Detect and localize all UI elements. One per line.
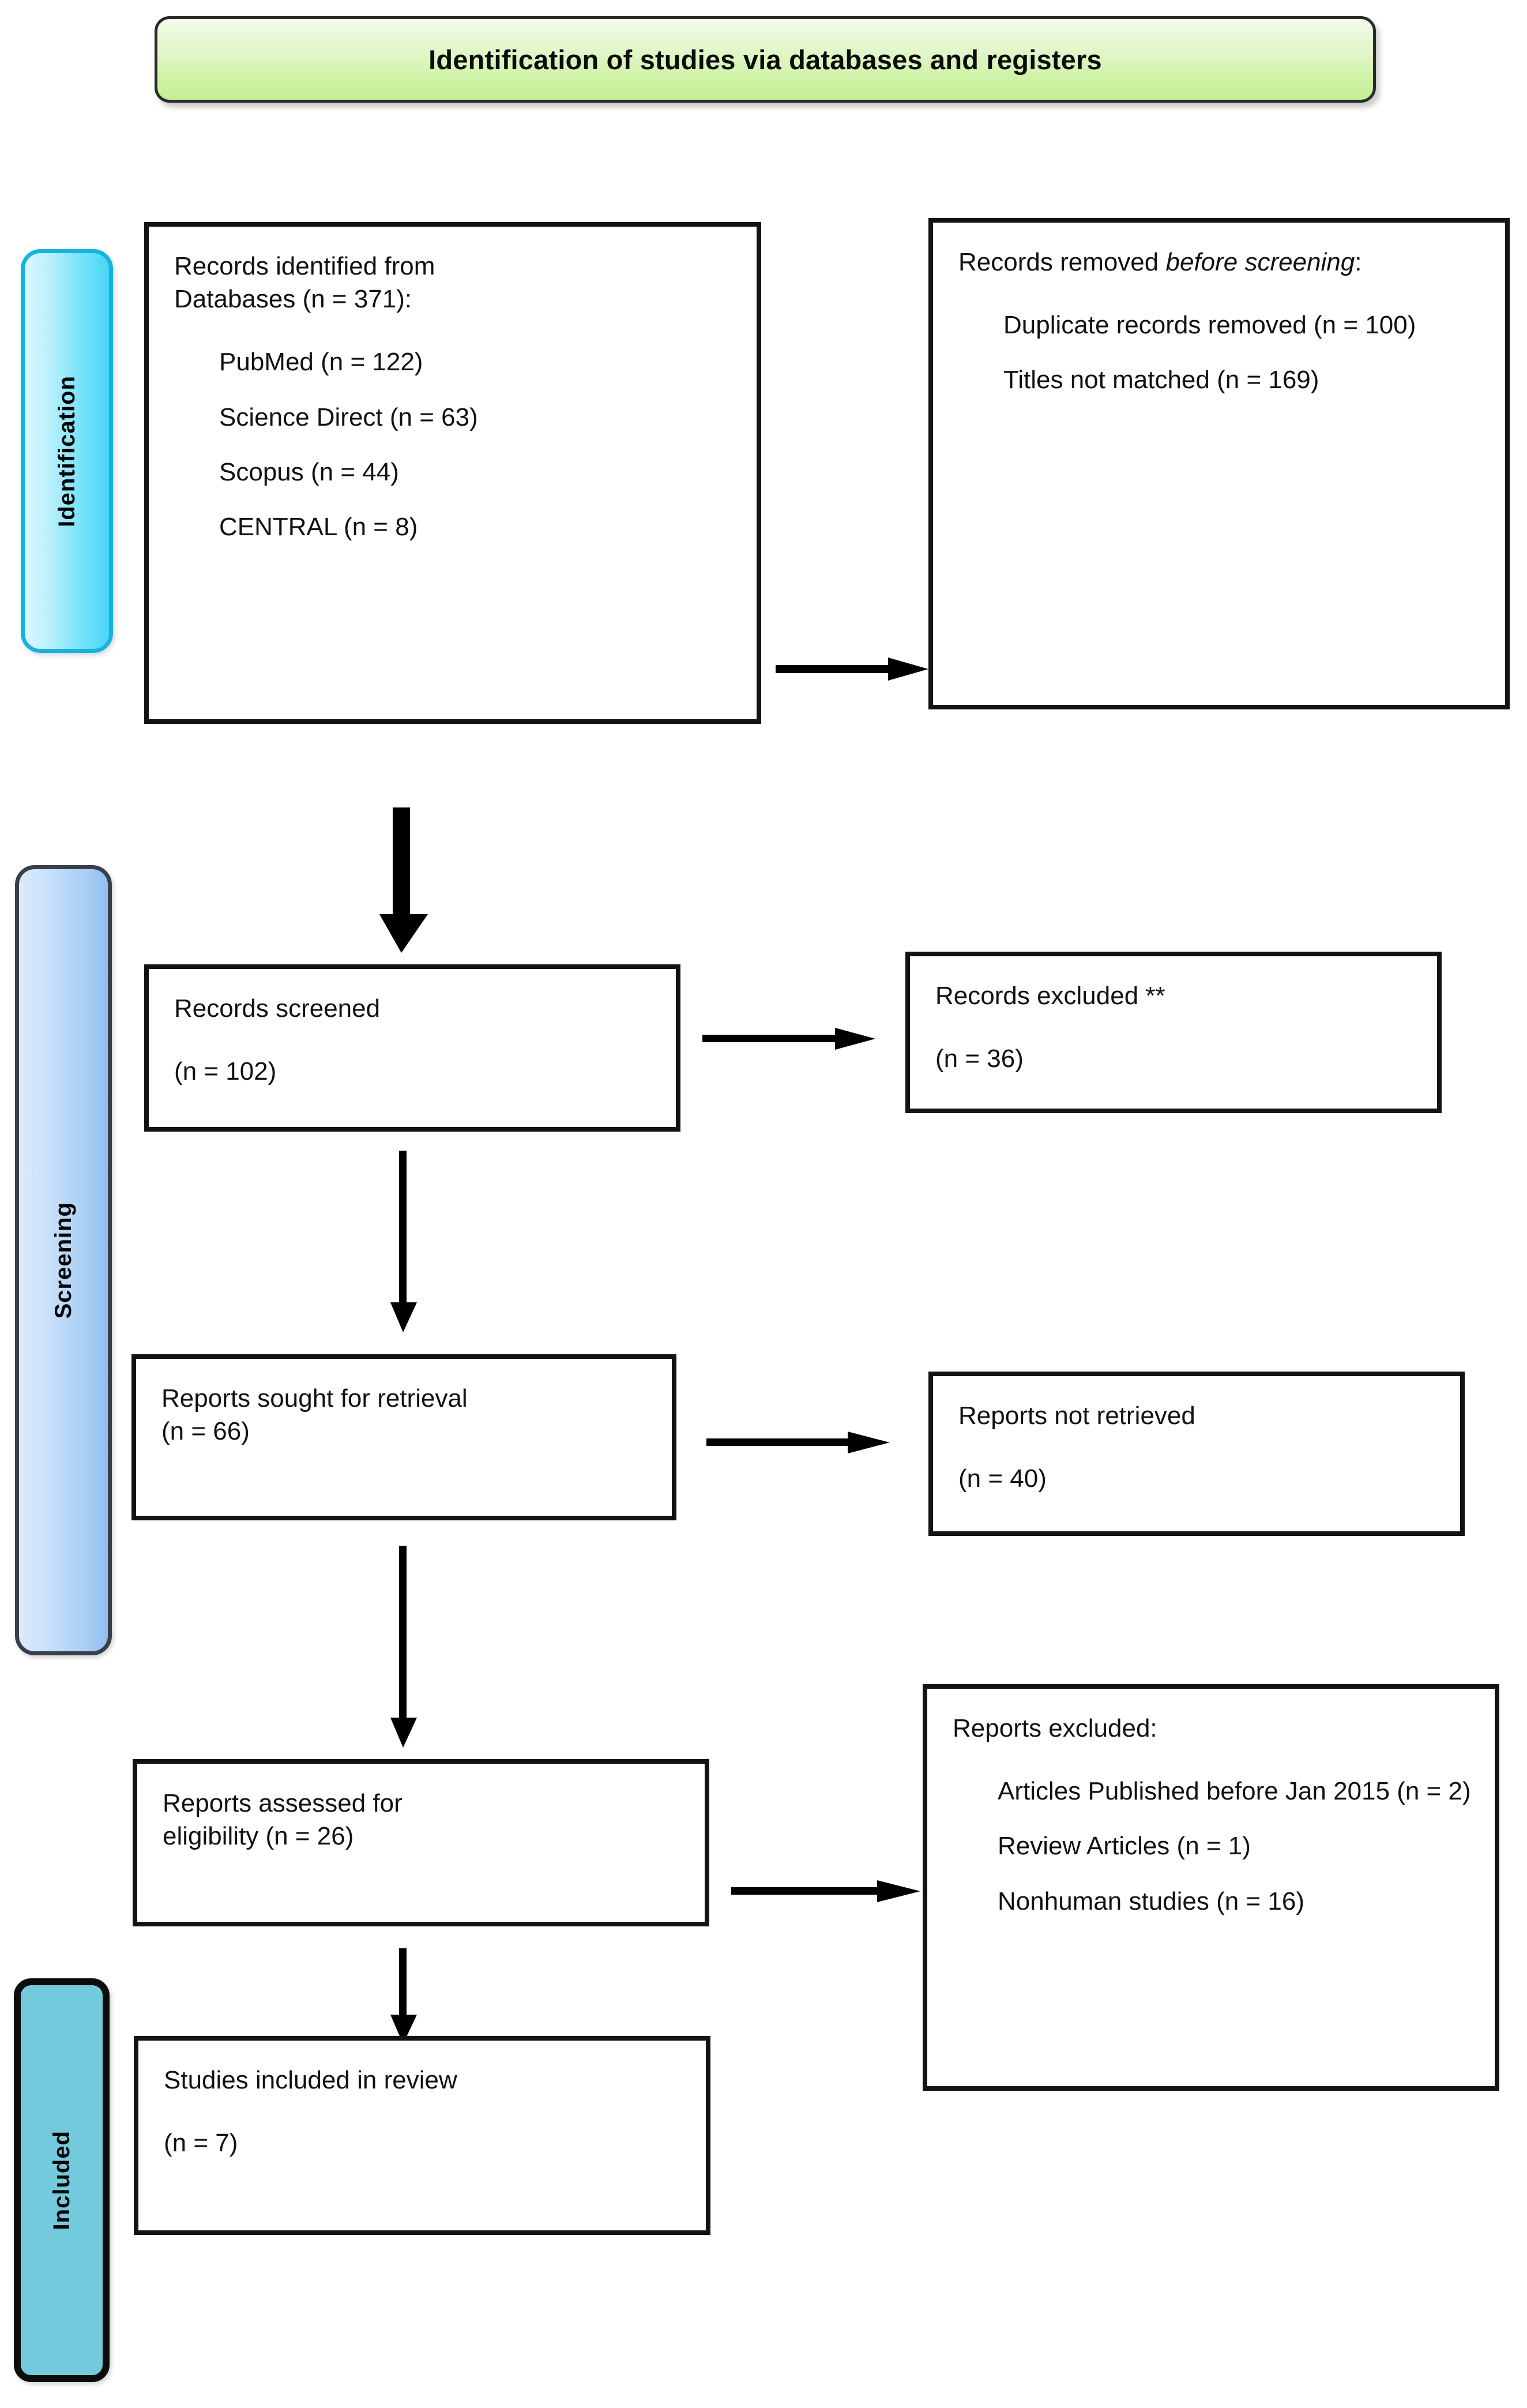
records-screened-label: Records screened: [174, 994, 381, 1023]
source-central: CENTRAL (n = 8): [219, 512, 418, 541]
box-reports-assessed: Reports assessed for eligibility (n = 26…: [133, 1759, 709, 1926]
reports-assessed-label-line1: Reports assessed for: [163, 1789, 403, 1817]
phase-label-identification: Identification: [21, 249, 113, 653]
phase-label-screening: Screening: [15, 865, 112, 1655]
phase-label-included-text: Included: [48, 2130, 74, 2230]
box-reports-excluded: Reports excluded: Articles Published bef…: [923, 1684, 1499, 2091]
box-reports-sought: Reports sought for retrieval (n = 66): [131, 1354, 676, 1520]
page-title: Identification of studies via databases …: [428, 44, 1102, 75]
arrow-screened-to-sought: [378, 1151, 430, 1335]
phase-label-screening-text: Screening: [50, 1201, 76, 1319]
box-reports-not-retrieved: Reports not retrieved (n = 40): [928, 1372, 1465, 1536]
reports-excluded-reason-published-before: Articles Published before Jan 2015 (n = …: [998, 1777, 1471, 1806]
records-identified-heading-line2: Databases (n = 371):: [174, 285, 412, 314]
source-science-direct: Science Direct (n = 63): [219, 403, 478, 431]
arrow-assessed-to-reports-excluded: [731, 1879, 927, 1903]
reports-sought-count: (n = 66): [161, 1417, 250, 1446]
box-records-screened: Records screened (n = 102): [144, 964, 680, 1132]
box-records-removed-before-screening: Records removed before screening: Duplic…: [928, 218, 1510, 709]
source-scopus: Scopus (n = 44): [219, 457, 399, 486]
reports-excluded-reason-review-articles: Review Articles (n = 1): [998, 1832, 1251, 1861]
reports-excluded-reason-nonhuman: Nonhuman studies (n = 16): [998, 1887, 1304, 1915]
removed-reason-titles-not-matched: Titles not matched (n = 169): [1003, 366, 1319, 395]
reports-not-retrieved-count: (n = 40): [958, 1464, 1047, 1493]
arrow-identified-to-screened: [369, 807, 438, 955]
records-excluded-count: (n = 36): [935, 1045, 1024, 1073]
studies-included-count: (n = 7): [164, 2129, 238, 2158]
reports-sought-label: Reports sought for retrieval: [161, 1384, 468, 1413]
arrow-sought-to-not-retrieved: [706, 1430, 897, 1455]
phase-label-identification-text: Identification: [54, 375, 80, 527]
reports-excluded-heading: Reports excluded:: [953, 1714, 1157, 1742]
box-records-identified: Records identified from Databases (n = 3…: [144, 222, 761, 724]
phase-label-included: Included: [14, 1978, 110, 2382]
records-excluded-label: Records excluded **: [935, 982, 1165, 1010]
reports-not-retrieved-label: Reports not retrieved: [958, 1402, 1195, 1430]
removed-reason-duplicates: Duplicate records removed (n = 100): [1003, 311, 1416, 340]
records-removed-heading-colon: :: [1355, 248, 1362, 276]
arrow-screened-to-excluded: [702, 1027, 881, 1051]
diagram-header-banner: Identification of studies via databases …: [155, 16, 1376, 103]
studies-included-label: Studies included in review: [164, 2066, 457, 2094]
records-screened-count: (n = 102): [174, 1057, 277, 1086]
source-pubmed: PubMed (n = 122): [219, 348, 423, 377]
records-removed-heading-italic: before screening: [1165, 248, 1355, 276]
arrow-identified-to-removed: [776, 656, 931, 682]
arrow-assessed-to-included: [378, 1948, 430, 2046]
records-removed-heading: Records removed before screening:: [958, 246, 1485, 279]
reports-assessed-label-line2: eligibility (n = 26): [163, 1822, 354, 1851]
arrow-sought-to-assessed: [378, 1546, 430, 1750]
records-identified-heading-line1: Records identified from: [174, 252, 435, 280]
box-records-excluded: Records excluded ** (n = 36): [905, 952, 1442, 1113]
box-studies-included: Studies included in review (n = 7): [134, 2036, 710, 2235]
records-removed-heading-plain: Records removed: [958, 248, 1166, 276]
